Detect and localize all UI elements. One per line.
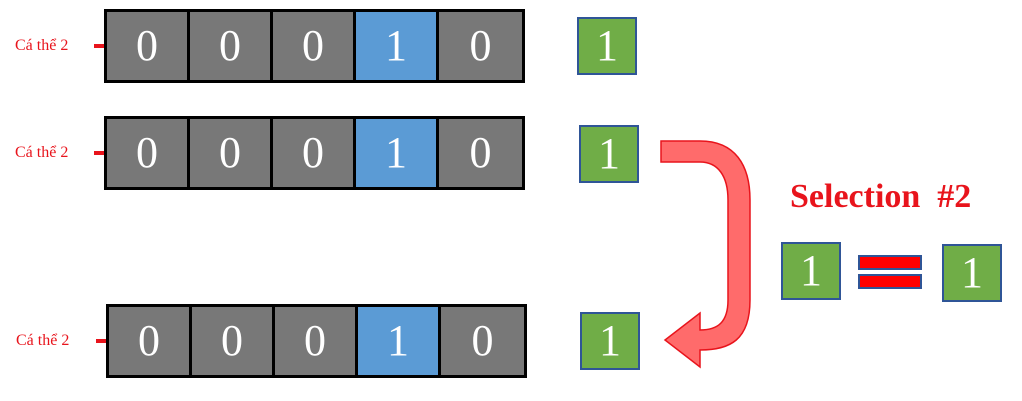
fitness-box-1: 1 — [577, 17, 637, 75]
chromosome: 0 0 0 1 0 — [106, 304, 527, 378]
label-connector — [94, 44, 104, 48]
gene-1: 0 — [107, 119, 190, 187]
fitness-box-3: 1 — [580, 312, 640, 370]
individual-label: Cá thể 2 — [15, 144, 69, 161]
chromosome: 0 0 0 1 0 — [104, 116, 525, 190]
gene-1: 0 — [109, 307, 192, 375]
individual-row-3: Cá thể 2 0 0 0 1 0 — [0, 304, 540, 378]
gene-2: 0 — [190, 119, 273, 187]
chromosome: 0 0 0 1 0 — [104, 9, 525, 83]
selection-title: Selection #2 — [790, 178, 972, 215]
individual-row-1: Cá thể 2 0 0 0 1 0 — [0, 9, 540, 83]
selection-fitness-left: 1 — [781, 242, 841, 300]
individual-row-2: Cá thể 2 0 0 0 1 0 — [0, 116, 540, 190]
gene-3: 0 — [275, 307, 358, 375]
selection-fitness-right: 1 — [942, 244, 1002, 302]
equals-bar-bottom — [858, 274, 922, 289]
arrow-shape — [660, 140, 751, 369]
equals-bar-top — [858, 255, 922, 270]
label-connector — [94, 151, 104, 155]
gene-3: 0 — [273, 12, 356, 80]
gene-5: 0 — [439, 12, 522, 80]
gene-3: 0 — [273, 119, 356, 187]
gene-4: 1 — [356, 119, 439, 187]
gene-4: 1 — [358, 307, 441, 375]
fitness-box-2: 1 — [579, 125, 639, 183]
gene-2: 0 — [190, 12, 273, 80]
gene-4: 1 — [356, 12, 439, 80]
label-connector — [96, 339, 106, 343]
individual-label: Cá thể 2 — [16, 332, 70, 349]
gene-5: 0 — [439, 119, 522, 187]
gene-5: 0 — [441, 307, 524, 375]
individual-label: Cá thể 2 — [15, 37, 69, 54]
gene-1: 0 — [107, 12, 190, 80]
gene-2: 0 — [192, 307, 275, 375]
